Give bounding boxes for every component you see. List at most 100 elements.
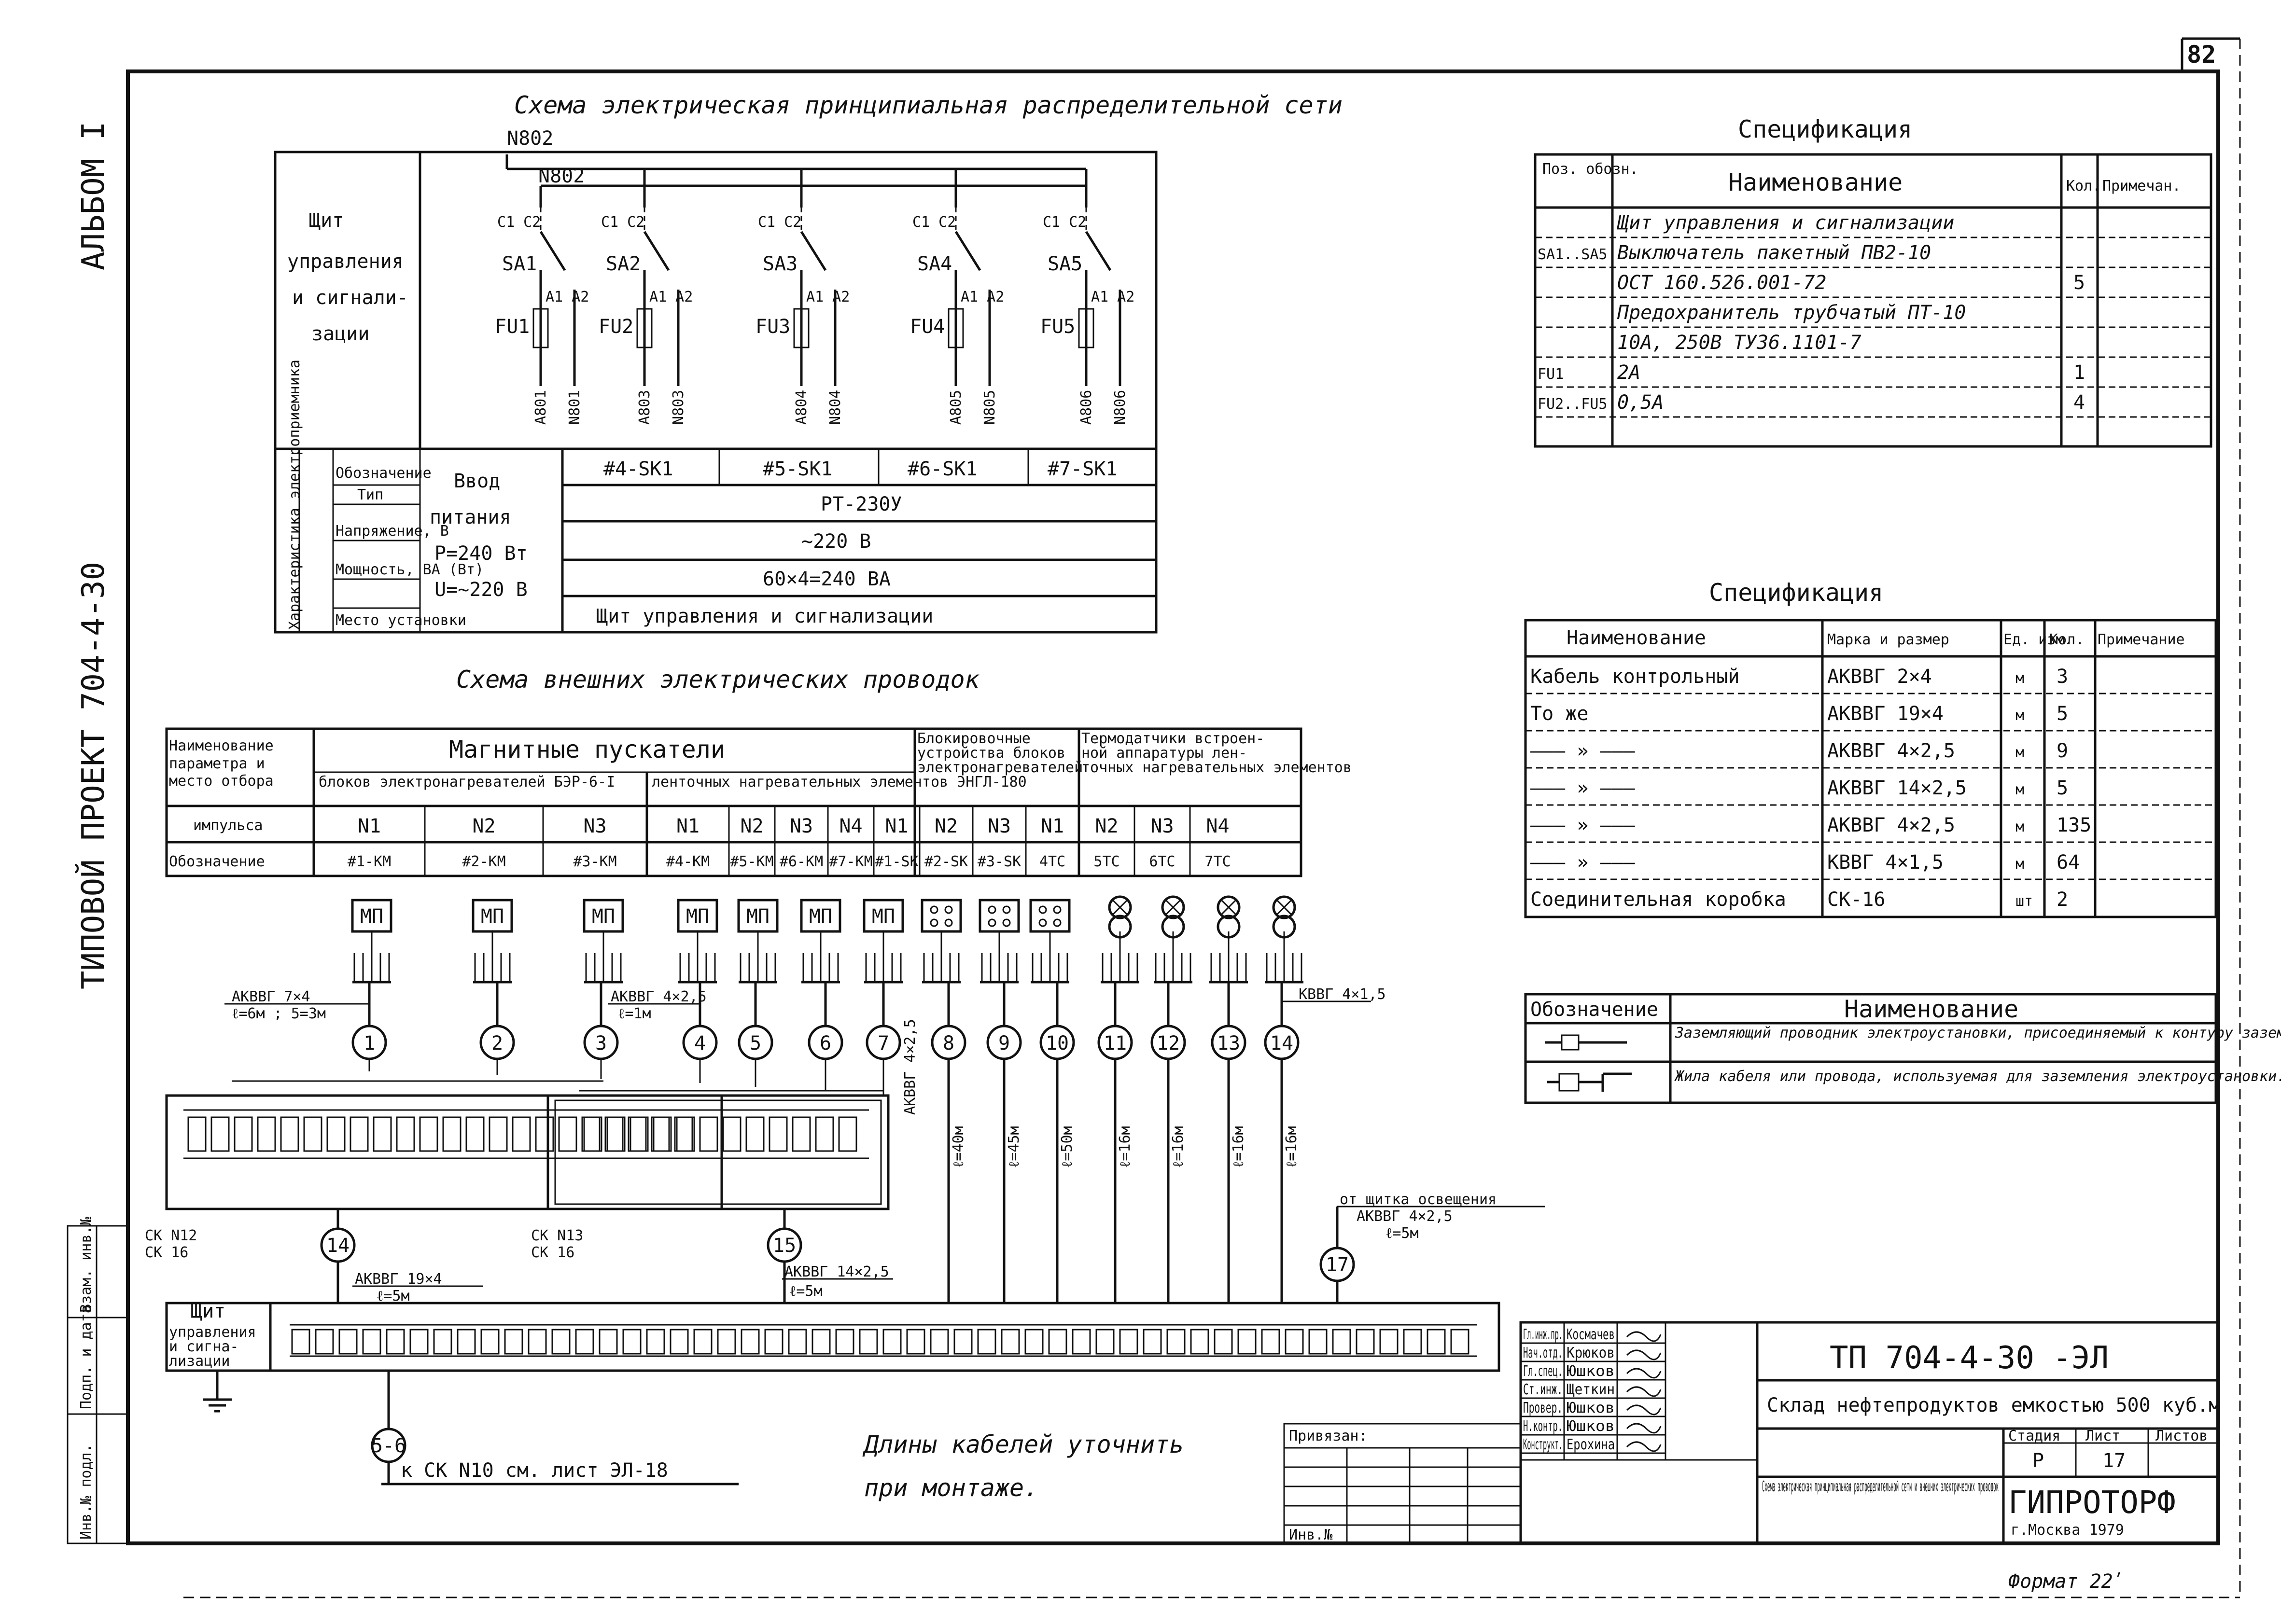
project-label: ТИПОВОЙ ПРОЕКТ 704-4-30 [75,562,112,989]
svg-text:——— » ———: ——— » ——— [1530,740,1636,762]
signature-row: Н.контр.Юшков [1521,1418,1665,1436]
svg-text:N806: N806 [1112,390,1129,425]
spec1-row: Щит управления и сигнализации [1535,212,2211,238]
svg-text:м: м [2015,707,2024,724]
svg-text:1: 1 [2073,361,2085,384]
spec1-h-pos: Поз. обозн. [1542,161,1638,178]
bottom-ref: к СК N10 см. лист ЭЛ-18 [401,1459,668,1482]
format-label: Формат 22ʹ [2008,1570,2125,1593]
panel-name-line3: и сигнали- [292,287,408,309]
legend-h-symbol: Обозначение [1530,999,1658,1021]
ext-column: N4#7-КМ [827,806,873,876]
ext-column: N2#2-SK [919,806,968,876]
panel-name-line4: зации [311,323,369,345]
svg-text:FU2: FU2 [599,316,633,338]
svg-text:Соединительная коробка: Соединительная коробка [1530,888,1786,911]
svg-text:АКВВГ 19×4: АКВВГ 19×4 [355,1271,442,1288]
spec2-h-mark: Марка и размер [1827,631,1949,648]
doc-code: ТП 704-4-30 -ЭЛ [1830,1340,2109,1376]
group-header-4: Блокировочные [917,730,1031,747]
bubble-17: 17 [1319,1247,1355,1282]
svg-text:4: 4 [694,1032,706,1055]
legend-h-name: Наименование [1844,995,2018,1023]
svg-text:——— » ———: ——— » ——— [1530,814,1636,836]
svg-text:#2-КМ: #2-КМ [462,853,505,870]
legend-row-1: Заземляющий проводник электроустановки, … [1675,1025,2281,1041]
spec2-h-qty: Кол. [2049,631,2084,648]
designation-3: #6-SK1 [908,458,978,480]
input-wire-label: N802 [507,127,553,150]
spec2-title: Спецификация [1709,579,1883,607]
svg-text:10: 10 [1046,1032,1069,1055]
bubble-15: 15 [767,1227,802,1263]
page-number: 82 [2187,41,2216,69]
signature-row: Гл.спец.Юшков [1521,1363,1665,1381]
panel-name-line2: управления [287,250,404,273]
svg-text:МП: МП [872,905,895,928]
ext-column: N1#1-SK [873,806,919,876]
svg-text:МП: МП [360,905,383,928]
album-label: АЛЬБОМ I [76,122,112,270]
ext-column: N3#6-КМ [774,806,823,876]
svg-text:Подп. и дата: Подп. и дата [78,1305,95,1409]
svg-text:14: 14 [326,1235,350,1257]
stage-h-3: Листов [2155,1428,2208,1444]
svg-text:ℓ=16м: ℓ=16м [1283,1126,1300,1168]
signature-row: Гл.инж.пр.Космачев [1521,1326,1665,1344]
control-panel [165,1302,1500,1413]
svg-text:——— » ———: ——— » ——— [1530,777,1636,799]
device-7: МП 7 [863,899,904,1060]
device-10: 10 [1029,899,1075,1060]
svg-text:АКВВГ 4×2,5: АКВВГ 4×2,5 [902,1019,919,1115]
svg-text:7: 7 [878,1032,889,1055]
spec1-row: Предохранитель трубчатый ПТ-10 [1535,302,2211,328]
svg-text:4ТС: 4ТС [1039,853,1065,870]
svg-text:АКВВГ 4×2,5: АКВВГ 4×2,5 [1357,1208,1453,1225]
svg-text:МП: МП [592,905,615,928]
svg-text:N1: N1 [1041,815,1064,837]
group-header-1: Магнитные пускатели [449,736,725,763]
svg-text:м: м [2015,819,2024,835]
schematic-frame [274,151,1158,634]
svg-text:Юшков: Юшков [1567,1400,1615,1416]
svg-text:9: 9 [998,1032,1010,1055]
svg-text:ОСТ 160.526.001-72: ОСТ 160.526.001-72 [1617,272,1826,294]
svg-text:N3: N3 [790,815,813,837]
svg-text:Выключатель пакетный ПВ2-10: Выключатель пакетный ПВ2-10 [1617,242,1931,264]
ext-column: N2#2-КМ [424,806,506,876]
device-14: 14 [1264,895,1303,1060]
svg-text:FU5: FU5 [1040,316,1075,338]
panel-label-1: Щит [191,1300,225,1322]
svg-text:A1 A2: A1 A2 [649,289,693,305]
svg-text:N4: N4 [839,815,862,837]
external-table [165,727,1302,877]
spec1-row: 10А, 250В ТУ36.1101-7 [1535,332,2211,358]
svg-text:Провер.: Провер. [1523,1400,1563,1416]
char-row-voltage: Напряжение, В [336,523,449,540]
panel-terminals [291,1329,1469,1355]
signature-row: Ст.инж.Щеткин [1521,1381,1665,1399]
stage-h-1: Стадия [2008,1428,2060,1444]
svg-text:10А, 250В ТУ36.1101-7: 10А, 250В ТУ36.1101-7 [1617,332,1861,354]
device-6: МП6 [800,899,843,1060]
power-value: 60×4=240 ВА [763,568,891,590]
spec1-table [1534,153,2212,448]
svg-text:SA1: SA1 [502,253,537,275]
svg-text:ℓ=40м: ℓ=40м [950,1126,967,1168]
svg-text:N805: N805 [981,390,998,425]
svg-text:Н.контр.: Н.контр. [1523,1418,1563,1435]
svg-text:FU2..FU5: FU2..FU5 [1538,396,1608,413]
designation-4: #7-SK1 [1048,458,1118,480]
spec1-h-note: Примечан. [2102,178,2181,194]
char-row-type: Тип [357,486,383,503]
svg-text:Гл.инж.пр.: Гл.инж.пр. [1523,1326,1563,1343]
svg-text:A805: A805 [948,390,965,425]
input-block-2: питания [430,506,511,528]
